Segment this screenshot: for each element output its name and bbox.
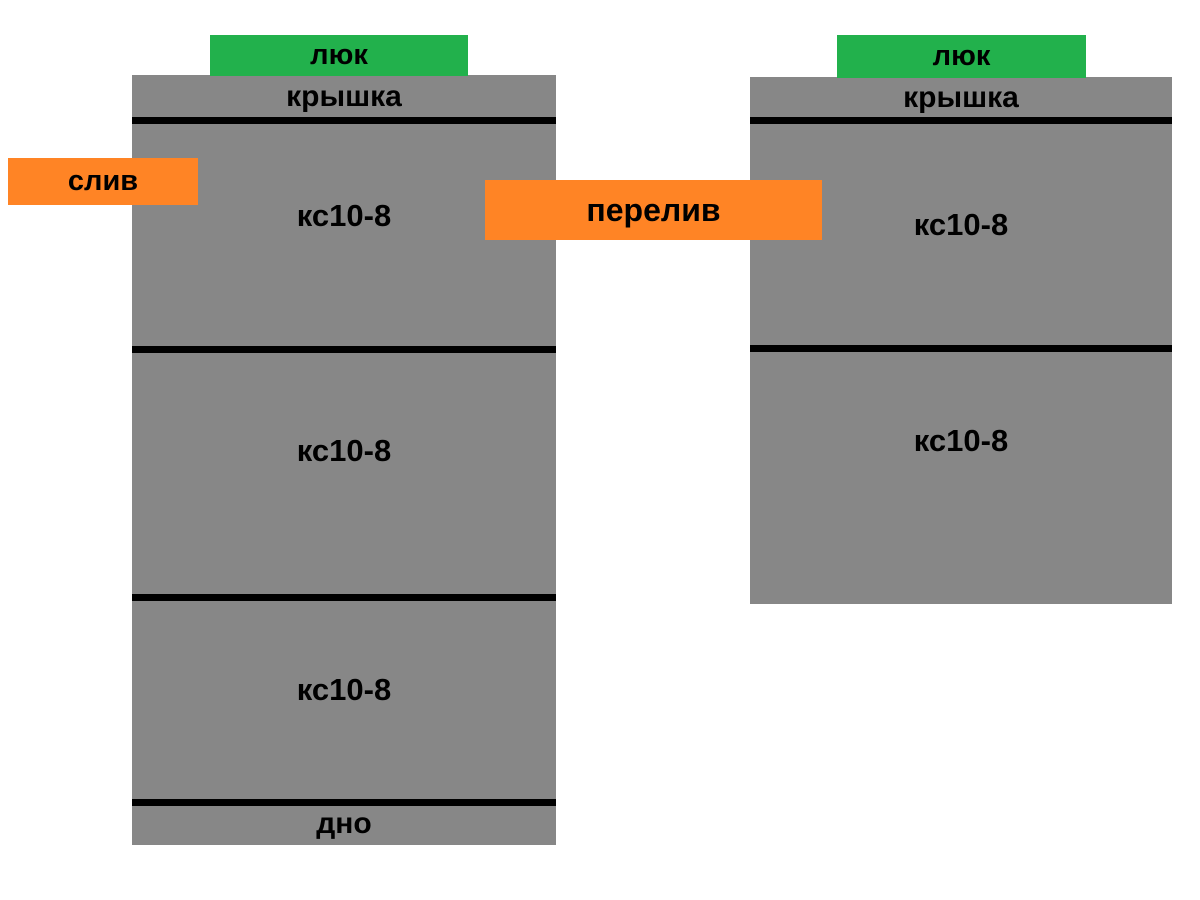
right-tank-hatch-label: люк xyxy=(837,35,1086,78)
right-tank-ring-label-1: кс10-8 xyxy=(913,207,1009,242)
left-tank-lid-divider xyxy=(132,117,556,124)
overflow-pipe-label: перелив xyxy=(485,180,822,240)
left-tank-ring-label-2: кс10-8 xyxy=(296,433,392,468)
left-tank-ring-divider-1 xyxy=(132,346,556,353)
left-tank-ring-label-1: кс10-8 xyxy=(296,198,392,233)
right-tank-lid-label: крышка xyxy=(903,81,1019,114)
right-tank-ring-divider-1 xyxy=(750,345,1172,352)
left-tank-ring-label-3: кс10-8 xyxy=(296,672,392,707)
left-tank-lid-label: крышка xyxy=(286,80,402,113)
right-tank-lid-divider xyxy=(750,117,1172,124)
right-tank-ring-label-2: кс10-8 xyxy=(913,423,1009,458)
left-tank-hatch-label: люк xyxy=(210,35,468,76)
drain-pipe-label: слив xyxy=(8,158,198,205)
left-tank-bottom-label: дно xyxy=(316,807,372,840)
left-tank-bottom-divider xyxy=(132,799,556,806)
left-tank-ring-divider-2 xyxy=(132,594,556,601)
right-tank-body xyxy=(750,77,1172,604)
